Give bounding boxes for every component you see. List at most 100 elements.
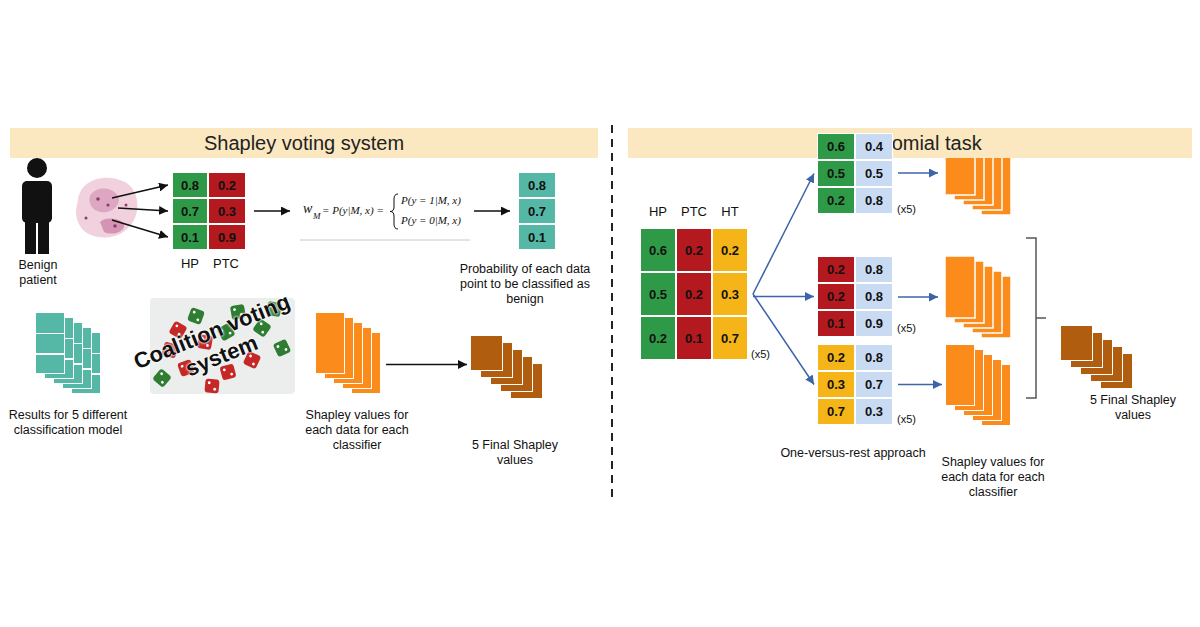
tissue-cell xyxy=(96,197,100,201)
repeat-note: (x5) xyxy=(897,203,916,216)
cell-value: 0.8 xyxy=(865,262,883,277)
card-stack: Shapley values for each data for each cl… xyxy=(315,312,381,394)
approach-label: One-versus-rest approach xyxy=(768,446,938,461)
table-cell: 0.2 xyxy=(817,187,855,214)
cell-value: 0.2 xyxy=(685,287,703,302)
table-cell: 0.8 xyxy=(855,187,893,214)
table-column: 0.80.70.1HP xyxy=(172,172,208,250)
table-cell: 0.1 xyxy=(676,316,712,360)
table-cell: 0.1 xyxy=(817,310,855,337)
arrow xyxy=(118,208,168,211)
cell-value: 0.3 xyxy=(721,287,739,302)
cell-value: 0.5 xyxy=(827,166,845,181)
cell-value: 0.2 xyxy=(827,350,845,365)
arrow-connector xyxy=(753,296,814,298)
column-header: HT xyxy=(702,204,758,220)
table-cell: 0.6 xyxy=(817,133,855,160)
cell-value: 0.9 xyxy=(218,230,236,245)
arrow-connector xyxy=(898,384,942,386)
caption: 5 Final Shapley values xyxy=(1083,393,1183,423)
person-head xyxy=(27,158,47,178)
table-column: 0.80.70.1Probability of each data point … xyxy=(518,172,556,250)
tissue-cell xyxy=(125,204,128,207)
table-cell: 0.2 xyxy=(676,272,712,316)
card-stack: Shapley values for each data for each cl… xyxy=(945,344,1011,426)
table-column: 0.8 0.7 0.3 xyxy=(855,344,893,425)
arrow xyxy=(112,185,168,198)
cell-value: 0.2 xyxy=(685,243,703,258)
table-cell: 0.1 xyxy=(172,224,208,250)
die-pip xyxy=(230,372,233,375)
cell-value: 0.7 xyxy=(865,377,883,392)
die-pip xyxy=(213,388,216,391)
panel-header: Shapley voting system xyxy=(10,128,598,158)
person-body xyxy=(22,181,52,223)
die-pip xyxy=(196,318,200,322)
table-cell: 0.8 xyxy=(855,283,893,310)
table-column: 0.40.50.8 xyxy=(855,133,893,214)
patient-label: Benign patient xyxy=(2,258,74,288)
table-cell: 0.5 xyxy=(855,160,893,187)
table-cell: 0.9 xyxy=(208,224,246,250)
cell-value: 0.2 xyxy=(649,331,667,346)
panel-title: Shapley voting system xyxy=(204,132,404,155)
person-leg xyxy=(38,219,49,254)
card-divider xyxy=(36,333,64,335)
caption: Shapley values for each data for each cl… xyxy=(297,408,417,453)
formula-subscript: M xyxy=(313,211,321,222)
card-stack: Results for 5 different classification m… xyxy=(35,312,101,394)
cell-value: 0.1 xyxy=(827,316,845,331)
coalition-label: Coalition voting system xyxy=(125,287,310,403)
cell-value: 0.9 xyxy=(865,316,883,331)
cell-value: 0.7 xyxy=(181,204,199,219)
table-cell: 0.2 xyxy=(817,256,855,283)
cell-value: 0.2 xyxy=(827,289,845,304)
die-pip xyxy=(160,380,164,384)
cell-value: 0.8 xyxy=(181,178,199,193)
cell-value: 0.2 xyxy=(827,262,845,277)
table-cell: 0.7 xyxy=(518,198,556,224)
tissue-cell xyxy=(113,224,117,228)
card xyxy=(470,335,503,371)
table-cell: 0.4 xyxy=(855,133,893,160)
column-header: HP xyxy=(162,256,218,272)
table-cell: 0.8 xyxy=(855,344,893,371)
card xyxy=(1060,325,1093,361)
caption: Results for 5 different classification m… xyxy=(0,408,138,438)
table-cell: 0.7 xyxy=(172,198,208,224)
table-cell: 0.2 xyxy=(712,228,748,272)
cell-value: 0.7 xyxy=(827,404,845,419)
arrow xyxy=(112,220,168,237)
cell-value: 0.2 xyxy=(827,193,845,208)
repeat-note: (x5) xyxy=(897,413,916,426)
arrow xyxy=(254,210,290,212)
merge-bracket xyxy=(1026,238,1046,398)
table-cell: 0.2 xyxy=(208,172,246,198)
tissue-cell xyxy=(106,203,109,206)
cell-value: 0.3 xyxy=(218,204,236,219)
table-cell: 0.2 xyxy=(640,316,676,360)
panel-divider xyxy=(611,125,613,497)
tissue-cell xyxy=(85,217,88,220)
die-pip xyxy=(208,381,211,384)
cell-value: 0.6 xyxy=(649,243,667,258)
cell-value: 0.5 xyxy=(649,287,667,302)
cell-value: 0.7 xyxy=(528,204,546,219)
cell-value: 0.1 xyxy=(528,230,546,245)
card xyxy=(945,344,975,406)
tissue-sample xyxy=(76,178,137,238)
cell-value: 0.1 xyxy=(685,331,703,346)
table-column: 0.20.20.1PTC xyxy=(676,228,712,360)
caption: Shapley values for each data for each cl… xyxy=(933,455,1053,500)
card-divider xyxy=(36,353,64,355)
cell-value: 0.3 xyxy=(865,404,883,419)
die-pip xyxy=(192,310,196,314)
die-pip xyxy=(175,324,179,328)
die-pip xyxy=(252,362,256,366)
table-cell: 0.2 xyxy=(676,228,712,272)
column-header: HP xyxy=(630,204,686,220)
die-pip xyxy=(284,348,288,352)
table-cell: 0.6 xyxy=(640,228,676,272)
card xyxy=(315,312,345,374)
